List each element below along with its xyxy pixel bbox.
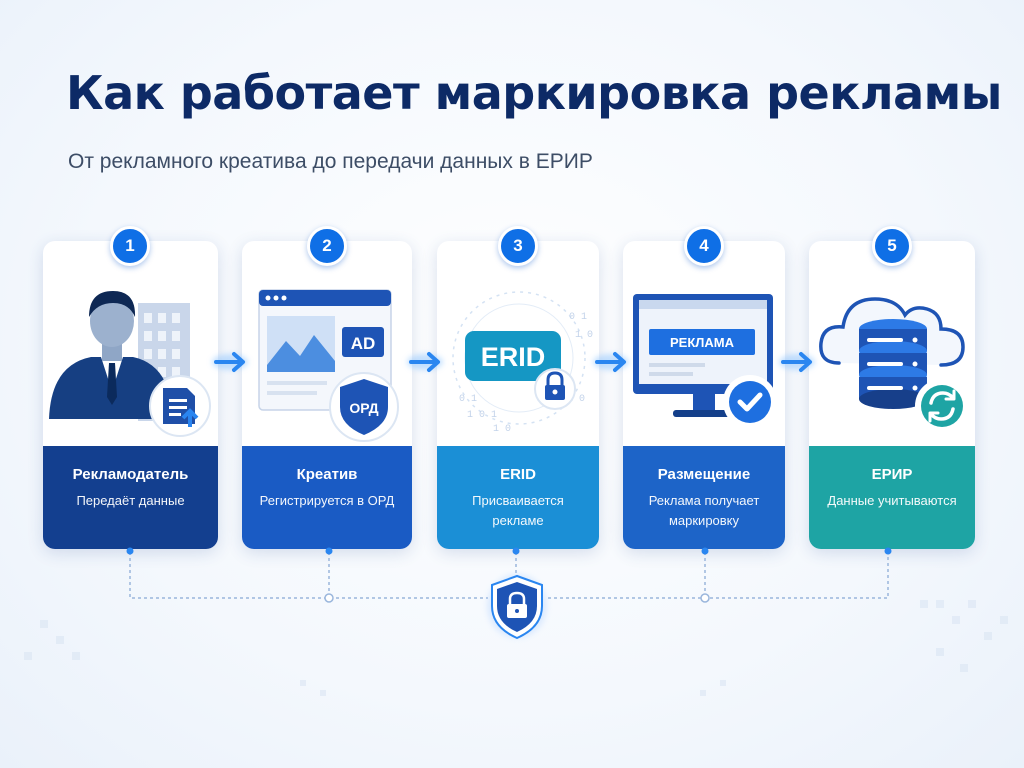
step-number-badge: 3 [498, 226, 538, 266]
step-card-erid: 0 1 1 0 0 1 1 0 1 1 0 1 0 ERID ERID Присваив… [437, 241, 599, 549]
step-description: Передаёт данные [76, 493, 185, 508]
step-label-creative: Креатив Регистрируется в ОРД [242, 446, 412, 549]
bottom-connector-line [129, 552, 889, 599]
step-label-placement: Размещение Реклама получает маркировку [623, 446, 785, 549]
step-description: Присваивается рекламе [472, 493, 564, 528]
step-description: Реклама получает маркировку [648, 493, 760, 528]
database-server-icon [859, 319, 927, 409]
step-number-badge: 1 [110, 226, 150, 266]
document-upload-icon [149, 375, 211, 437]
advertiser-illustration [49, 291, 211, 437]
security-shield-icon [487, 574, 547, 640]
step-card-creative: AD ОРД Креатив Регистрируется в ОРД [242, 241, 412, 549]
step-label-erir: ЕРИР Данные учитываются [809, 446, 975, 549]
page-title: Как работает маркировка рекламы [66, 66, 1002, 120]
step-description: Регистрируется в ОРД [259, 493, 395, 508]
creative-illustration: AD ОРД [258, 289, 399, 442]
svg-text:0 1: 0 1 [459, 394, 477, 405]
step-number-badge: 4 [684, 226, 724, 266]
monitor-icon: РЕКЛАМА [633, 294, 773, 417]
step-card-placement: РЕКЛАМА Размещение Реклама получает марк… [623, 241, 785, 549]
ord-shield-icon: ОРД [329, 372, 399, 442]
businessman-icon [49, 291, 173, 419]
checkmark-icon [723, 375, 777, 429]
step-title: ЕРИР [871, 466, 913, 483]
ord-shield-text: ОРД [349, 400, 378, 416]
step-number-badge: 2 [307, 226, 347, 266]
lock-icon [534, 368, 576, 410]
page-subtitle: От рекламного креатива до передачи данны… [68, 150, 593, 173]
ad-badge-text: AD [351, 334, 376, 353]
placement-illustration: РЕКЛАМА [633, 294, 777, 429]
step-description: Данные учитываются [827, 493, 957, 508]
step-title: Рекламодатель [72, 466, 189, 483]
banner-text: РЕКЛАМА [670, 335, 735, 350]
step-title: ERID [500, 466, 536, 483]
step-label-advertiser: Рекламодатель Передаёт данные [43, 446, 218, 549]
erir-illustration [819, 297, 969, 433]
erid-tag-text: ERID [481, 342, 546, 372]
step-card-erir: ЕРИР Данные учитываются [809, 241, 975, 549]
step-title: Креатив [296, 466, 358, 483]
step-label-erid: ERID Присваивается рекламе [437, 446, 599, 549]
svg-text:1 0: 1 0 [575, 330, 593, 341]
svg-text:0 1: 0 1 [569, 312, 587, 323]
sync-icon [915, 379, 969, 433]
step-title: Размещение [657, 466, 751, 483]
ad-badge-icon: AD [342, 327, 384, 357]
step-number-badge: 5 [872, 226, 912, 266]
erid-illustration: 0 1 1 0 0 1 1 0 1 1 0 1 0 ERID [452, 291, 593, 435]
step-card-advertiser: Рекламодатель Передаёт данные [43, 241, 218, 549]
svg-text:1 0: 1 0 [493, 424, 511, 435]
erid-tag-icon: ERID [465, 331, 561, 381]
svg-text:1 0 1: 1 0 1 [467, 410, 497, 421]
svg-text:1 0: 1 0 [567, 394, 585, 405]
